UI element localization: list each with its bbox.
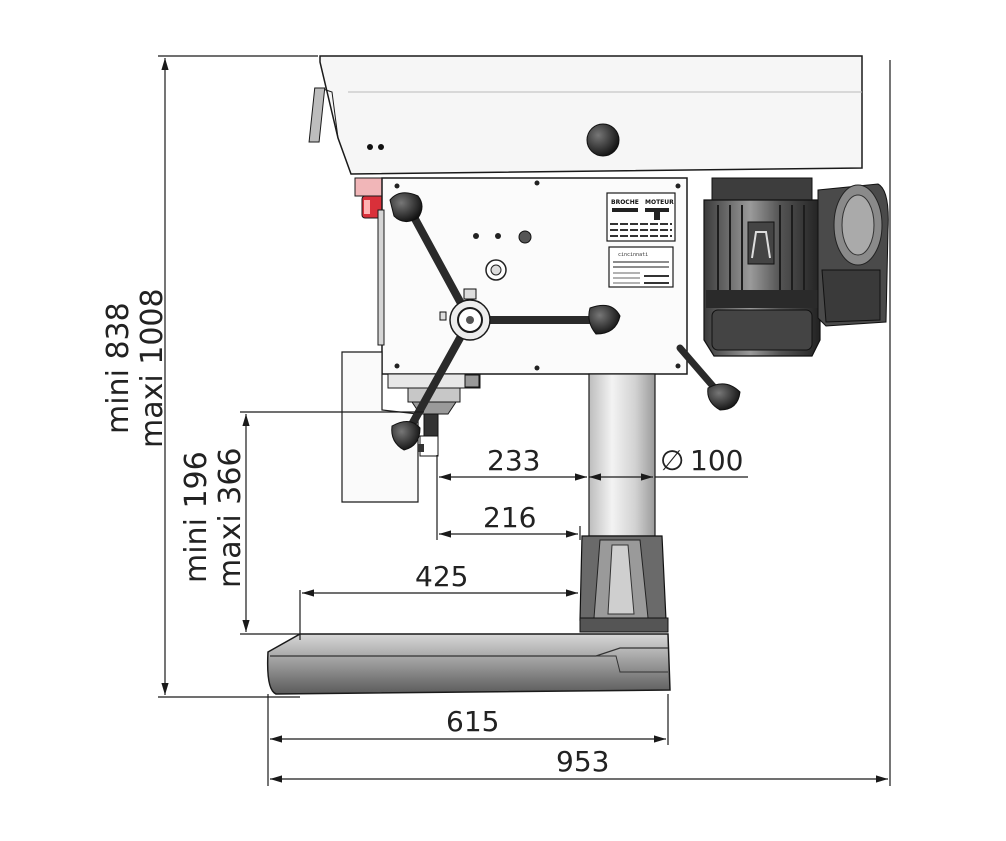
handle-knob-icon — [391, 421, 421, 451]
reach-lower-label: 216 — [483, 501, 536, 534]
dimension-lines — [158, 55, 891, 786]
reach-upper-label: 233 — [487, 444, 540, 477]
cover-knob-icon — [586, 123, 620, 157]
column — [588, 373, 656, 537]
dimension-labels: mini 838 maxi 1008 mini 196 maxi 366 233… — [101, 288, 743, 778]
svg-text:cincinnati: cincinnati — [618, 252, 648, 258]
handle-knob-icon — [389, 192, 423, 222]
handle-knob-icon — [588, 304, 621, 335]
table-height-max-label: maxi 366 — [213, 448, 248, 589]
overall-width-label: 953 — [556, 745, 609, 778]
column-base — [579, 535, 669, 633]
info-plate-spindle-motor: BROCHE MOTEUR — [606, 192, 676, 242]
overall-height-min-label: mini 838 — [101, 302, 136, 434]
diameter-symbol: ∅ — [660, 444, 684, 477]
belt-cover — [308, 55, 863, 175]
table-lock-lever — [676, 344, 741, 411]
table-height-min-label: mini 196 — [179, 451, 214, 583]
motor — [703, 177, 889, 357]
base-width-label: 615 — [446, 705, 499, 738]
column-diameter-label: 100 — [690, 444, 743, 477]
machine-base — [266, 633, 671, 695]
drill-press: BROCHE MOTEUR cincinnati — [266, 55, 889, 695]
table-reach-label: 425 — [415, 560, 468, 593]
feed-handles — [389, 192, 621, 451]
overall-height-max-label: maxi 1008 — [135, 288, 170, 448]
info-plate-brand: cincinnati — [608, 246, 674, 288]
svg-text:BROCHE: BROCHE — [611, 199, 639, 206]
svg-text:MOTEUR: MOTEUR — [645, 199, 674, 206]
